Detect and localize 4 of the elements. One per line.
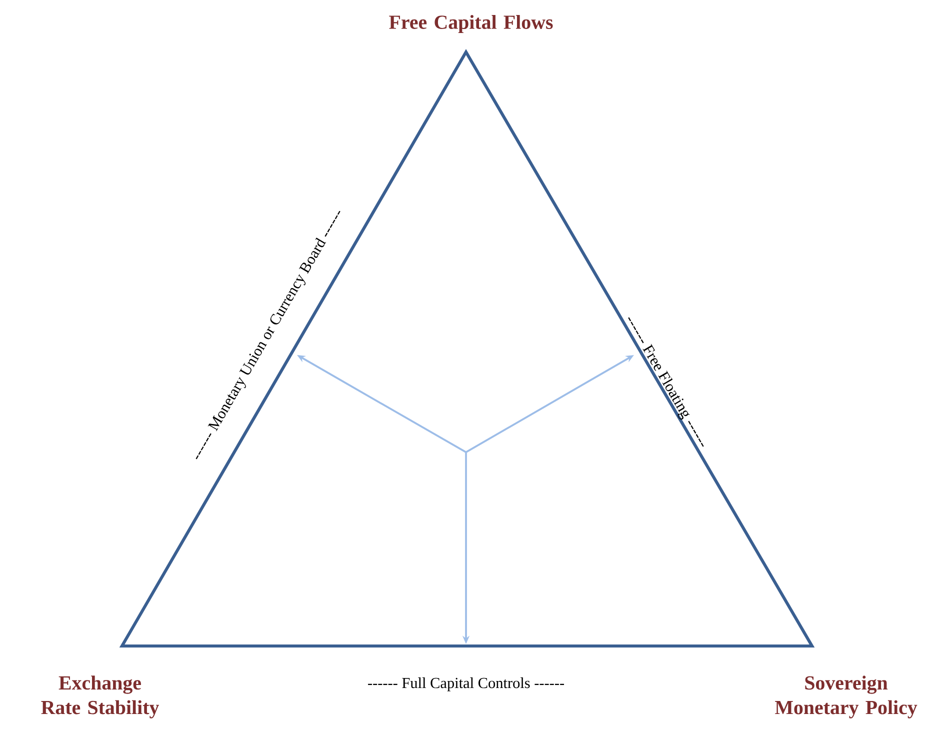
vertex-label: Exchange Rate Stability: [41, 676, 159, 718]
regime-label: ------ Full Capital Controls ------: [368, 677, 564, 692]
vertex-label: Free Capital Flows: [389, 14, 553, 34]
vertex-label: Sovereign Monetary Policy: [775, 676, 918, 718]
